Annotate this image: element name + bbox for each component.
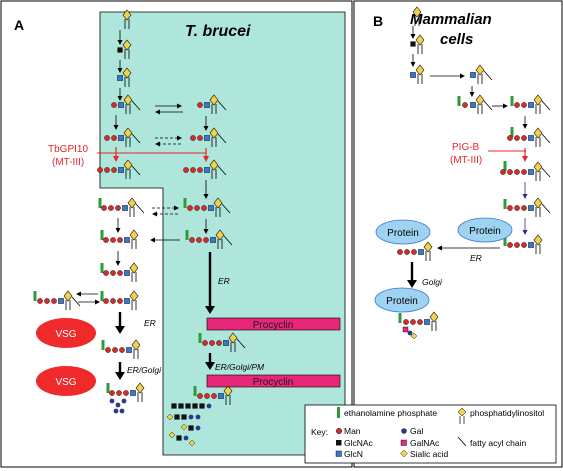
key-box: Key: ethanolamine phosphate phosphatidyl… (304, 404, 557, 464)
key-title: Key: (311, 427, 328, 437)
panel-b-border (353, 0, 563, 468)
panel-a-right-column (150, 94, 246, 447)
panel-b-pathway (397, 6, 551, 340)
galnac-icon (400, 439, 407, 446)
label-er-golgi-pm: ER/Golgi/PM (215, 362, 265, 372)
vsg-label-1: VSG (55, 329, 76, 340)
key-galnac: GalNAc (410, 438, 440, 448)
panel-b-title-line2: cells (440, 31, 473, 48)
panel-b-letter: B (373, 13, 383, 29)
tbgpi10-label: TbGPI10 (48, 144, 88, 155)
label-er-vsg: ER (144, 318, 156, 328)
label-er-b: ER (470, 253, 482, 263)
glcnac-icon (336, 440, 342, 446)
protein-label-1: Protein (387, 228, 419, 239)
procyclin-label-2: Procyclin (253, 377, 294, 388)
label-er-golgi: ER/Golgi (127, 365, 162, 375)
pigb-label: PIG-B (452, 142, 480, 153)
fatty-acyl-chain-icon (457, 436, 467, 447)
key-glcn: GlcN (344, 449, 363, 459)
panel-a-border (0, 0, 353, 468)
vsg-label-2: VSG (55, 377, 76, 388)
key-ethanolamine: ethanolamine phosphate (344, 408, 437, 418)
vsg-oval-1 (36, 318, 96, 348)
key-gal: Gal (410, 426, 423, 436)
key-fatty-acyl: fatty acyl chain (470, 438, 526, 448)
pigb-mt-label: (MT-III) (450, 155, 482, 166)
protein-bubble-3 (374, 287, 430, 313)
label-er-procyclin: ER (218, 276, 230, 286)
man-icon (336, 428, 343, 435)
panel-a-bloodstream-branch (33, 290, 145, 414)
vsg-oval-2 (36, 366, 96, 396)
phosphatidylinositol-icon (457, 407, 467, 417)
label-golgi-b: Golgi (422, 277, 443, 287)
gal-icon (401, 428, 407, 434)
panel-b-title-line1: Mammalian (410, 11, 492, 28)
procyclin-bar-1 (206, 317, 341, 331)
protein-bubble-2 (457, 217, 513, 243)
protein-label-2: Protein (469, 226, 501, 237)
glcn-icon (335, 450, 342, 457)
key-phosphatidylinositol: phosphatidylinositol (470, 408, 544, 418)
ethanolamine-phosphate-icon (337, 407, 340, 418)
procyclin-bar-2 (206, 374, 341, 388)
panel-a-letter: A (14, 17, 24, 33)
protein-bubble-1 (375, 219, 431, 245)
tbgpi10-mt-label: (MT-III) (52, 157, 84, 168)
procyclin-label-1: Procyclin (253, 320, 294, 331)
key-glcnac: GlcNAc (344, 438, 374, 448)
panel-a-title: T. brucei (185, 23, 251, 40)
sialic-acid-icon (400, 449, 408, 458)
key-sialic-acid: Sialic acid (410, 449, 449, 459)
protein-label-3: Protein (386, 296, 418, 307)
key-man: Man (344, 426, 361, 436)
